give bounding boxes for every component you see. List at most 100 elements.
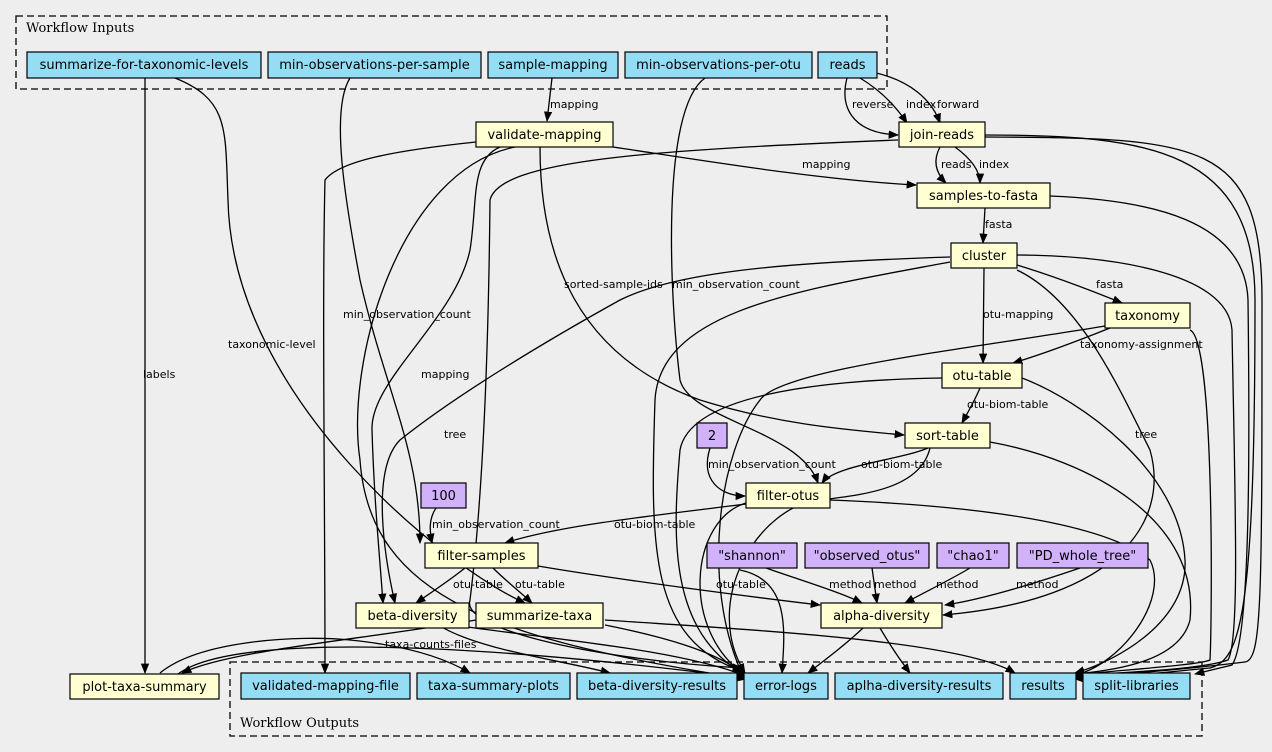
edge-label-taxonomy-assignment: taxonomy-assignment [1080,338,1203,351]
node-label: 100 [431,489,456,504]
edge-label-labels: labels [143,368,176,381]
node-label: join-reads [909,128,974,143]
workflow-outputs-cluster: Workflow Outputs [229,661,1203,737]
node-plot-taxa-summary[interactable]: plot-taxa-summary [69,673,220,700]
edge-label-otu-biom-table-2: otu-biom-table [861,458,943,471]
node-label: reads [829,58,865,73]
edge-labels: mapping reverse index forward mapping re… [143,98,1203,651]
edge-label-reverse: reverse [852,98,894,111]
edge-label-min-obs-hundred: min_observation_count [432,518,561,531]
edge-label-otu-table-alpha: otu-table [716,578,766,591]
node-split-libraries[interactable]: split-libraries [1082,672,1191,700]
node-label: otu-table [953,369,1012,384]
node-label: beta-diversity-results [588,679,726,694]
node-summarize-for-taxonomic-levels[interactable]: summarize-for-taxonomic-levels [26,51,262,79]
edge-label-sorted-sample-ids: sorted-sample-ids [564,278,663,291]
node-label: taxonomy [1115,309,1180,324]
edge-label-min-obs-two: min_observation_count [708,458,837,471]
edge-label-method-2: method [874,578,916,591]
node-sample-mapping[interactable]: sample-mapping [487,51,619,79]
node-label: summarize-taxa [487,609,593,624]
node-label: filter-otus [757,489,820,504]
edge-label-fasta: fasta [985,218,1012,231]
edge-label-method-3: method [936,578,978,591]
edge-label-mapping: mapping [550,98,598,111]
edge-label-taxonomic-level: taxonomic-level [228,338,316,351]
node-label: sample-mapping [498,58,607,73]
node-label: "chao1" [947,549,999,564]
edges [140,71,1263,683]
node-filter-otus[interactable]: filter-otus [745,482,831,509]
edge-label-otu-biom-table-3: otu-biom-table [614,518,696,531]
node-label: beta-diversity [367,609,457,624]
node-label: alpha-diversity [833,609,930,624]
node-label: error-logs [755,679,817,694]
node-taxa-summary-plots[interactable]: taxa-summary-plots [416,672,571,700]
edge-label-min-obs-samples: min_observation_count [343,308,472,321]
edge-label-otu-table-beta: otu-table [453,578,503,591]
node-label: filter-samples [437,549,525,564]
edge-label-method-1: method [829,578,871,591]
node-samples-to-fasta[interactable]: samples-to-fasta [916,182,1051,209]
node-label: taxa-summary-plots [428,679,559,694]
node-label: plot-taxa-summary [82,680,207,695]
node-min-observations-per-otu[interactable]: min-observations-per-otu [624,51,813,79]
edge-label-taxa-counts-files: taxa-counts-files [385,638,477,651]
node-label: validate-mapping [487,128,601,143]
node-label: results [1021,679,1065,694]
node-cluster[interactable]: cluster [950,242,1018,269]
node-param-chao1[interactable]: "chao1" [936,542,1010,569]
node-alpha-diversity[interactable]: alpha-diversity [820,602,943,629]
node-param-2[interactable]: 2 [696,422,728,449]
node-label: validated-mapping-file [252,679,399,694]
node-label: aplha-diversity-results [847,679,992,694]
node-label: 2 [708,429,716,444]
workflow-outputs-title: Workflow Outputs [240,716,359,731]
node-param-100[interactable]: 100 [420,482,467,509]
edge-label-index-2: index [979,158,1010,171]
edge-label-tree: tree [444,428,466,441]
node-taxonomy[interactable]: taxonomy [1104,302,1191,329]
node-label: "observed_otus" [814,549,921,564]
node-label: cluster [962,249,1007,264]
node-validate-mapping[interactable]: validate-mapping [475,121,614,148]
edge-label-tree-2: tree [1135,428,1157,441]
node-filter-samples[interactable]: filter-samples [424,542,539,569]
node-summarize-taxa[interactable]: summarize-taxa [475,602,604,629]
node-param-pd-whole-tree[interactable]: "PD_whole_tree" [1016,542,1149,569]
edge-label-reads: reads [941,158,972,171]
node-beta-diversity-results[interactable]: beta-diversity-results [576,672,738,700]
node-sort-table[interactable]: sort-table [904,422,991,449]
node-min-observations-per-sample[interactable]: min-observations-per-sample [267,51,482,79]
workflow-inputs-cluster: Workflow Inputs [15,15,888,90]
node-error-logs[interactable]: error-logs [743,672,829,700]
edge-label-index: index [906,98,937,111]
node-label: samples-to-fasta [929,189,1038,204]
node-label: "PD_whole_tree" [1029,549,1136,564]
node-join-reads[interactable]: join-reads [898,121,986,148]
node-results[interactable]: results [1009,672,1077,700]
edge-label-mapping-beta: mapping [421,368,469,381]
edge-label-method-4: method [1016,578,1058,591]
edge-label-forward: forward [937,98,979,111]
node-otu-table[interactable]: otu-table [941,362,1023,389]
node-label: "shannon" [718,549,786,564]
edge-label-mapping-stf: mapping [802,158,850,171]
edge-label-min-obs-otus: min_observation_count [672,278,801,291]
node-reads[interactable]: reads [817,51,878,79]
node-label: sort-table [916,429,979,444]
edge-label-fasta-2: fasta [1096,278,1123,291]
node-beta-diversity[interactable]: beta-diversity [355,602,470,629]
node-validated-mapping-file[interactable]: validated-mapping-file [240,672,411,700]
edge-label-otu-mapping: otu-mapping [983,308,1053,321]
node-label: summarize-for-taxonomic-levels [40,58,249,73]
workflow-inputs-title: Workflow Inputs [26,21,134,36]
node-label: min-observations-per-otu [636,58,801,73]
node-alpha-diversity-results[interactable]: aplha-diversity-results [834,672,1004,700]
edge-label-otu-table-sum: otu-table [515,578,565,591]
node-param-observed-otus[interactable]: "observed_otus" [804,542,930,569]
node-param-shannon[interactable]: "shannon" [706,542,798,569]
node-label: min-observations-per-sample [279,58,470,73]
node-label: split-libraries [1094,679,1179,694]
